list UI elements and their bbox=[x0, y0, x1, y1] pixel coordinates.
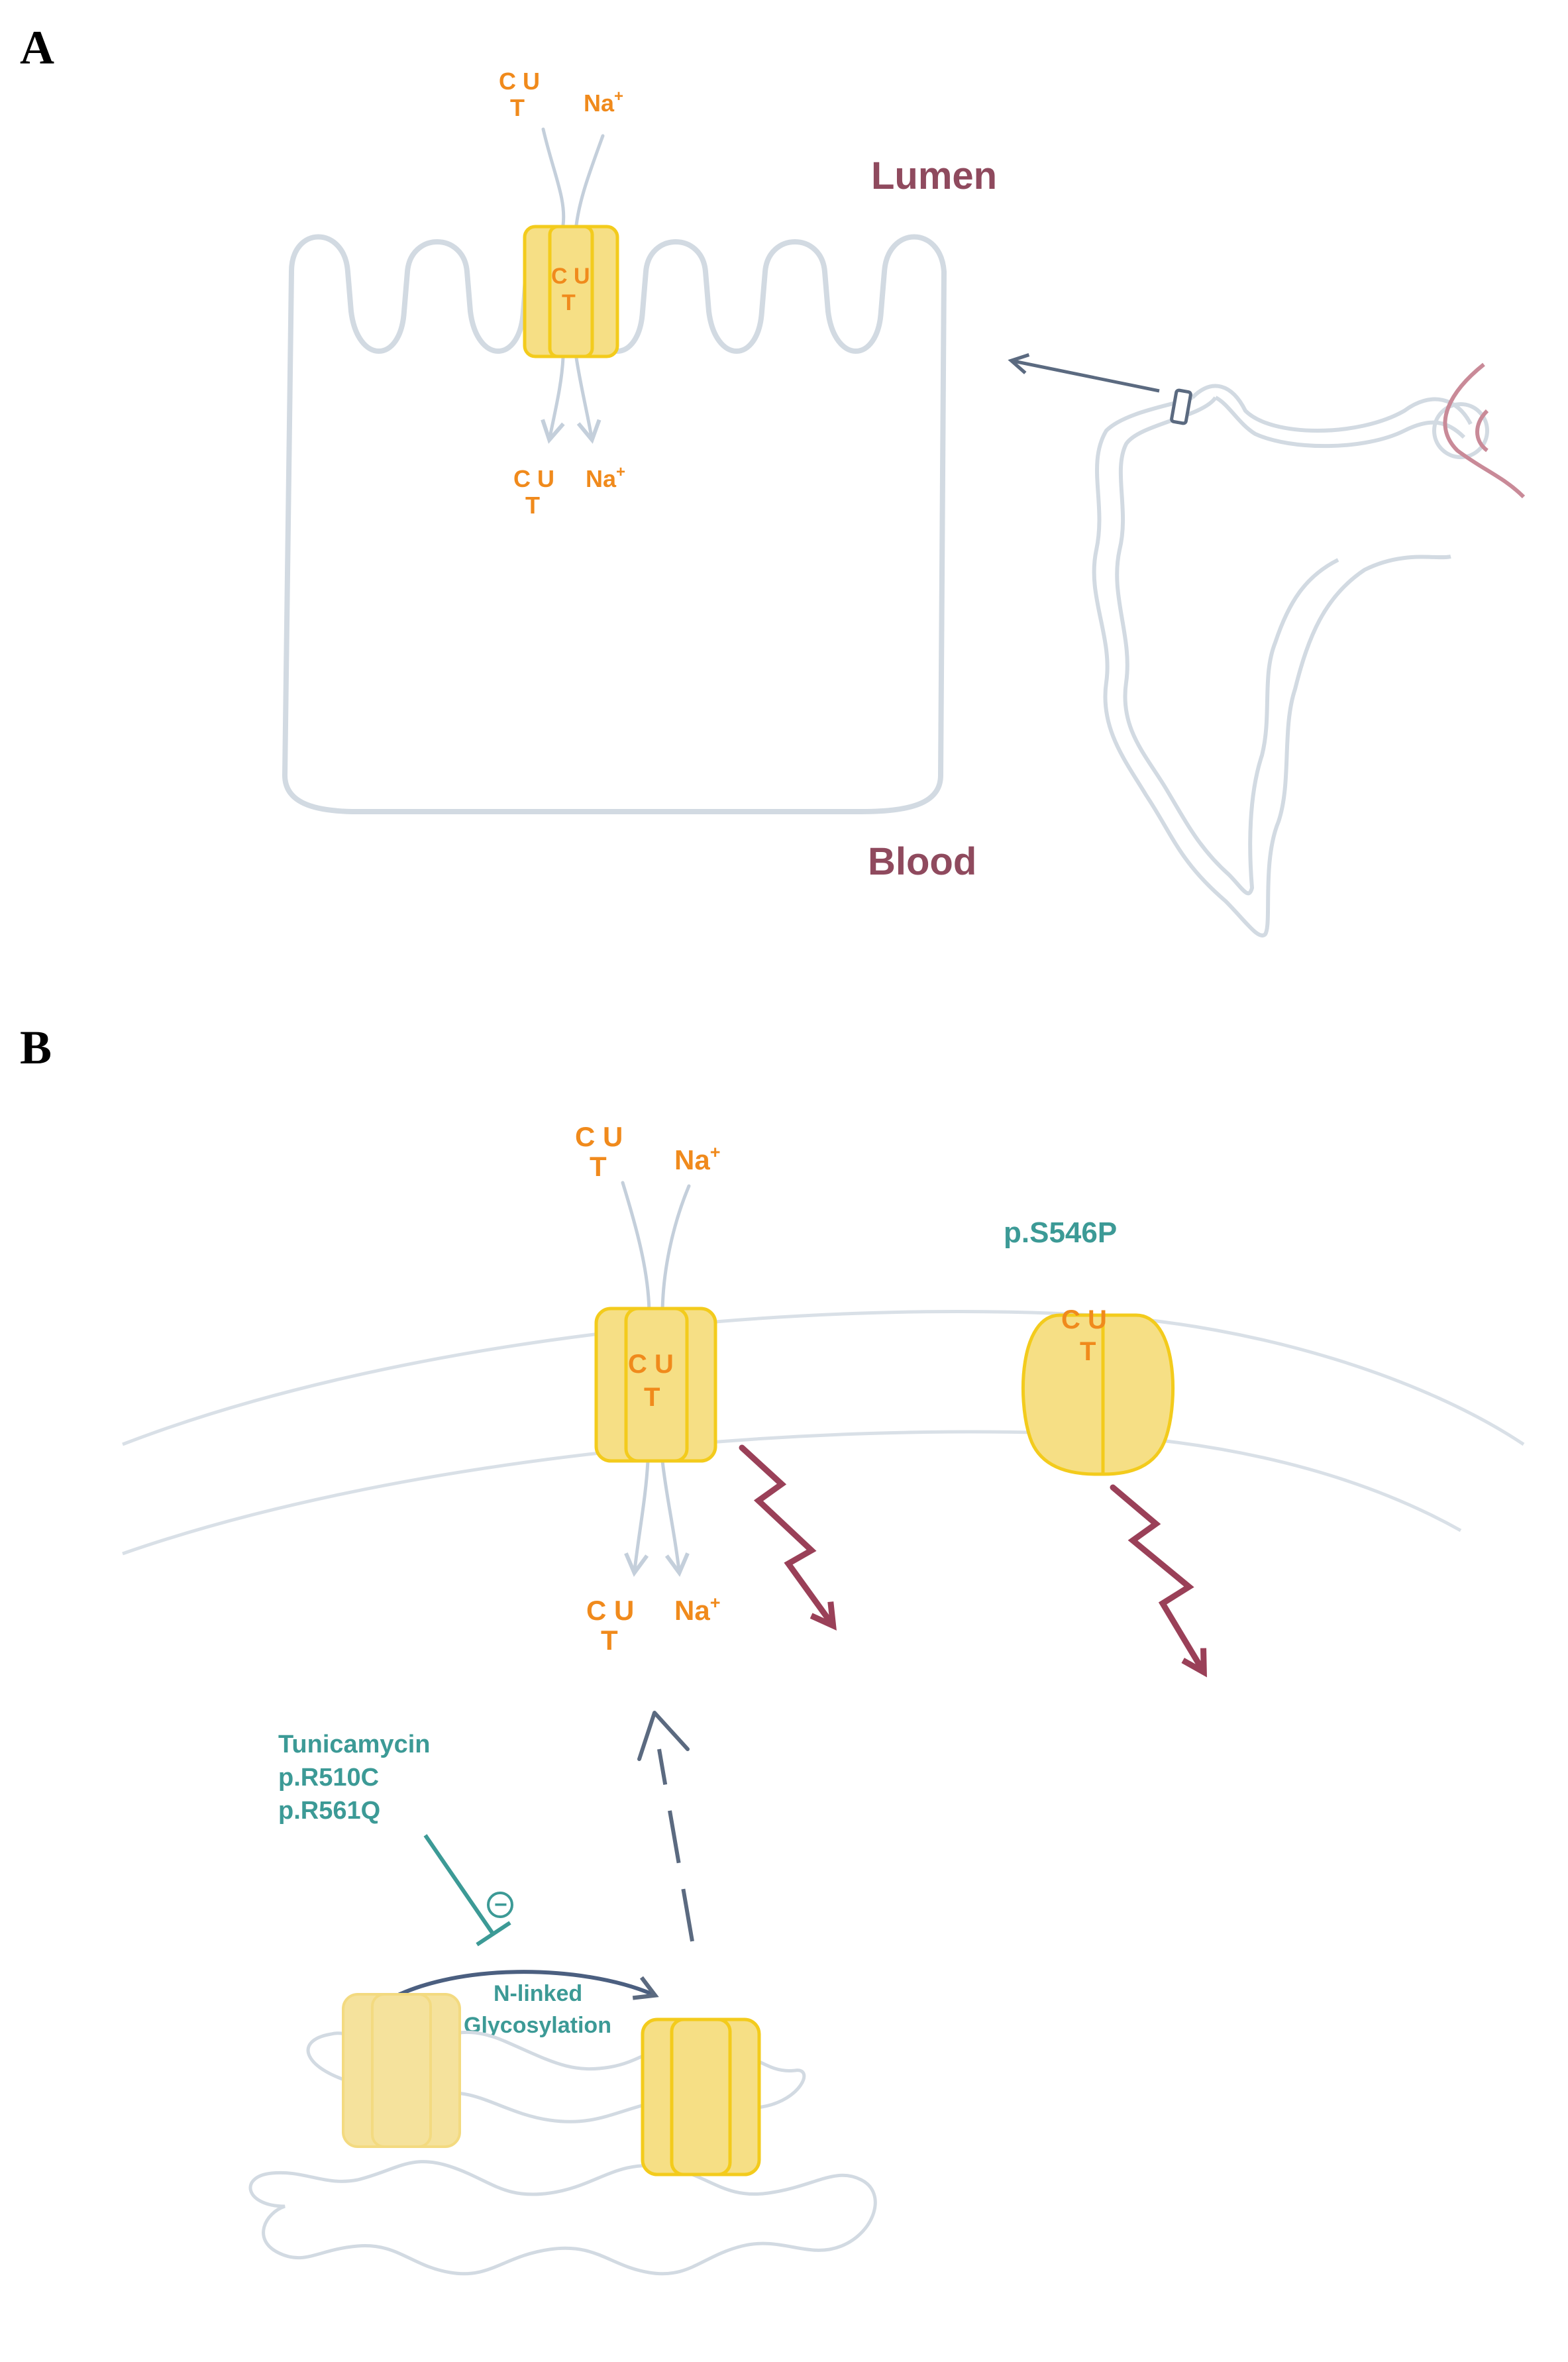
mutant-label-cu: C U bbox=[1061, 1305, 1107, 1334]
epithelial-cell-outline bbox=[282, 234, 947, 814]
er-membrane-lower bbox=[248, 2160, 877, 2276]
cut-substrate-inside-t: T bbox=[525, 492, 540, 519]
transporter-label-cu-b: C U bbox=[628, 1350, 674, 1379]
cut-substrate-inside-t-b: T bbox=[601, 1625, 618, 1656]
cut-transporter: C U T bbox=[523, 225, 619, 358]
inhibition-minus-icon: − bbox=[487, 1892, 513, 1918]
glycosylated-transporter bbox=[641, 2017, 761, 2176]
lightning-bolt-icon bbox=[739, 1444, 837, 1631]
mutant-label: p.S546P bbox=[1004, 1216, 1117, 1249]
panel-letter-b: B bbox=[20, 1021, 52, 1074]
sodium-exit-path bbox=[574, 356, 601, 444]
sodium-exit-path-b bbox=[660, 1459, 690, 1577]
kidney-nephron-icon bbox=[1092, 362, 1526, 938]
inhibitor-tunicamycin: Tunicamycin bbox=[278, 1731, 430, 1758]
inhibitor-p-r510c: p.R510C bbox=[278, 1764, 379, 1792]
transporter-label-t-b: T bbox=[644, 1383, 660, 1412]
cut-substrate-outside-t-b: T bbox=[590, 1151, 607, 1182]
glycosylation-arrow bbox=[380, 1970, 659, 2006]
transporter-label-t: T bbox=[562, 290, 576, 315]
blood-label: Blood bbox=[868, 840, 976, 883]
cut-substrate-inside-cu: C U bbox=[513, 465, 554, 492]
panel-a: A Lumen Blood C U T C U T Na+ C U T Na+ bbox=[20, 21, 1526, 938]
panel-letter-a: A bbox=[20, 21, 54, 74]
svg-text:−: − bbox=[494, 1892, 507, 1917]
sodium-entry-path-b bbox=[660, 1184, 691, 1317]
cut-entry-path-b bbox=[621, 1181, 651, 1317]
zoom-arrow bbox=[1008, 352, 1160, 393]
panel-b: B C U T C U T Na+ C U T Na+ p.S546P bbox=[20, 1021, 1525, 2276]
lumen-label: Lumen bbox=[871, 154, 997, 197]
mutant-label-t: T bbox=[1080, 1337, 1096, 1366]
cut-exit-path bbox=[541, 356, 565, 444]
membrane-outer-leaflet bbox=[122, 1310, 1525, 1446]
membrane-inner-leaflet bbox=[122, 1430, 1462, 1556]
sodium-inside-b: Na+ bbox=[674, 1593, 720, 1626]
cut-substrate-outside-t: T bbox=[510, 94, 525, 121]
cut-transporter-b: C U T bbox=[594, 1307, 717, 1463]
mutant-cut-transporter: C U T bbox=[1021, 1305, 1175, 1476]
cut-exit-path-b bbox=[624, 1459, 650, 1577]
sodium-outside-b: Na+ bbox=[674, 1142, 720, 1175]
unglycosylated-transporter bbox=[342, 1993, 461, 2148]
cut-substrate-inside-cu-b: C U bbox=[586, 1595, 634, 1626]
sodium-outside: Na+ bbox=[584, 87, 623, 117]
sodium-inside: Na+ bbox=[586, 463, 625, 492]
trafficking-arrow bbox=[657, 1748, 694, 1942]
inhibition-bar bbox=[476, 1921, 511, 1947]
inhibition-line bbox=[423, 1834, 496, 1936]
sodium-entry-path bbox=[574, 134, 605, 227]
transporter-label-cu: C U bbox=[551, 264, 590, 289]
process-label-line-1: N-linked bbox=[494, 1981, 582, 2006]
cut-entry-path bbox=[541, 127, 566, 227]
inhibitor-p-r561q: p.R561Q bbox=[278, 1797, 380, 1825]
cut-substrate-outside-cu-b: C U bbox=[575, 1121, 623, 1152]
trafficking-arrowhead bbox=[637, 1711, 690, 1761]
cut-substrate-outside-cu: C U bbox=[499, 68, 540, 95]
lightning-bolt-icon bbox=[1110, 1484, 1207, 1678]
